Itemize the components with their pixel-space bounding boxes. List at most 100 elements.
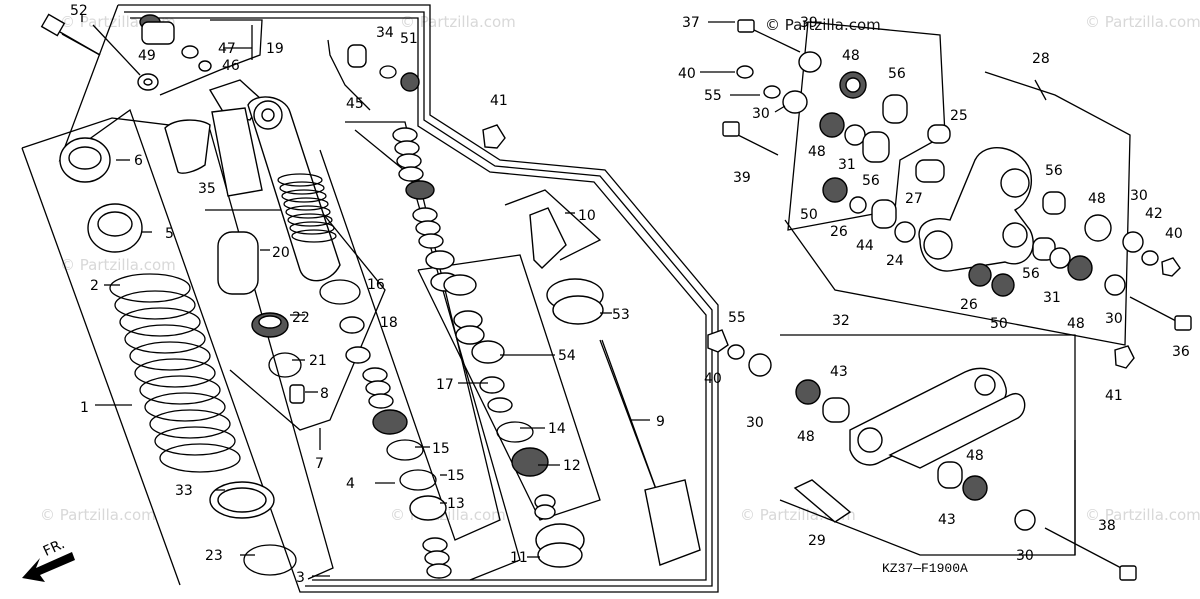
callout-56b: 56 [862, 173, 880, 189]
watermark: © Partzilla.com [60, 256, 176, 274]
callout-48f: 48 [966, 448, 984, 464]
callout-15a: 15 [432, 441, 450, 457]
callout-38: 38 [1098, 518, 1116, 534]
callout-32: 32 [832, 313, 850, 329]
leaders [81, 15, 1076, 577]
callout-8: 8 [320, 386, 329, 402]
callout-43a: 43 [830, 364, 848, 380]
callout-30e: 30 [1016, 548, 1034, 564]
callout-30d: 30 [746, 415, 764, 431]
callout-56d: 56 [1022, 266, 1040, 282]
callout-26a: 26 [830, 224, 848, 240]
callout-39b: 39 [733, 170, 751, 186]
callout-36: 36 [1172, 344, 1190, 360]
callout-44: 44 [856, 238, 874, 254]
callout-31b: 31 [1043, 290, 1061, 306]
callout-5: 5 [165, 226, 174, 242]
callout-7: 7 [315, 456, 324, 472]
bolt-39b [722, 121, 779, 156]
callout-12: 12 [563, 458, 581, 474]
callout-49: 49 [138, 48, 156, 64]
brand-watermark: © Partzilla.com [765, 16, 881, 34]
callout-39a: 39 [800, 15, 818, 31]
callout-48e: 48 [797, 429, 815, 445]
callout-23: 23 [205, 548, 223, 564]
callout-40c: 40 [704, 371, 722, 387]
callout-50a: 50 [800, 207, 818, 223]
watermark: © Partzilla.com [1085, 13, 1200, 31]
watermark: © Partzilla.com [400, 13, 516, 31]
callout-11: 11 [510, 550, 528, 566]
callout-24: 24 [886, 253, 904, 269]
callout-27: 27 [905, 191, 923, 207]
callout-18: 18 [380, 315, 398, 331]
watermark: © Partzilla.com [40, 506, 156, 524]
callout-19: 19 [266, 41, 284, 57]
callout-40b: 40 [1165, 226, 1183, 242]
callout-48b: 48 [808, 144, 826, 160]
callout-53: 53 [612, 307, 630, 323]
callout-47: 47 [218, 41, 236, 57]
callout-52: 52 [70, 3, 88, 19]
diagram-code: KZ37—F1900A [882, 561, 968, 576]
bolt-52 [40, 13, 101, 56]
valve-stack [345, 127, 460, 579]
callout-55b: 55 [728, 310, 746, 326]
callout-6: 6 [134, 153, 143, 169]
center-stack [443, 274, 556, 520]
callout-20: 20 [272, 245, 290, 261]
callout-48d: 48 [1067, 316, 1085, 332]
callout-15b: 15 [447, 468, 465, 484]
callout-30b: 30 [1130, 188, 1148, 204]
callout-29: 29 [808, 533, 826, 549]
callout-13: 13 [447, 496, 465, 512]
callout-4: 4 [346, 476, 355, 492]
callout-2: 2 [90, 278, 99, 294]
spring-coils-body [277, 173, 337, 243]
callout-22: 22 [292, 310, 310, 326]
watermark-layer: © Partzilla.com © Partzilla.com © Partzi… [40, 13, 1200, 524]
shock-outline [21, 4, 719, 593]
callout-labels: 52 49 47 19 46 34 51 45 41 6 35 5 20 2 1… [41, 3, 1190, 586]
bolt-38 [1014, 509, 1137, 581]
callout-40a: 40 [678, 66, 696, 82]
callout-56c: 56 [1045, 163, 1063, 179]
callout-43b: 43 [938, 512, 956, 528]
callout-51: 51 [400, 31, 418, 47]
callout-3: 3 [296, 570, 305, 586]
callout-48a: 48 [842, 48, 860, 64]
callout-35: 35 [198, 181, 216, 197]
main-spring [109, 273, 241, 473]
callout-26b: 26 [960, 297, 978, 313]
callout-37: 37 [682, 15, 700, 31]
callout-56a: 56 [888, 66, 906, 82]
callout-16: 16 [367, 277, 385, 293]
callout-34: 34 [376, 25, 394, 41]
callout-41b: 41 [1105, 388, 1123, 404]
callout-30a: 30 [752, 106, 770, 122]
callout-1: 1 [80, 400, 89, 416]
callout-41: 41 [490, 93, 508, 109]
callout-48c: 48 [1088, 191, 1106, 207]
watermark: © Partzilla.com [1085, 506, 1200, 524]
shock-parts [22, 13, 701, 582]
callout-17: 17 [436, 377, 454, 393]
callout-46: 46 [222, 58, 240, 74]
bolt-36 [1129, 296, 1192, 331]
callout-21: 21 [309, 353, 327, 369]
callout-14: 14 [548, 421, 566, 437]
callout-30c: 30 [1105, 311, 1123, 327]
callout-10: 10 [578, 208, 596, 224]
callout-54: 54 [558, 348, 576, 364]
callout-55a: 55 [704, 88, 722, 104]
linkage-parts [707, 19, 1192, 581]
callout-31a: 31 [838, 157, 856, 173]
callout-28: 28 [1032, 51, 1050, 67]
callout-42: 42 [1145, 206, 1163, 222]
callout-50b: 50 [990, 316, 1008, 332]
bolt-39a [737, 19, 801, 53]
callout-9: 9 [656, 414, 665, 430]
callout-25: 25 [950, 108, 968, 124]
callout-33: 33 [175, 483, 193, 499]
